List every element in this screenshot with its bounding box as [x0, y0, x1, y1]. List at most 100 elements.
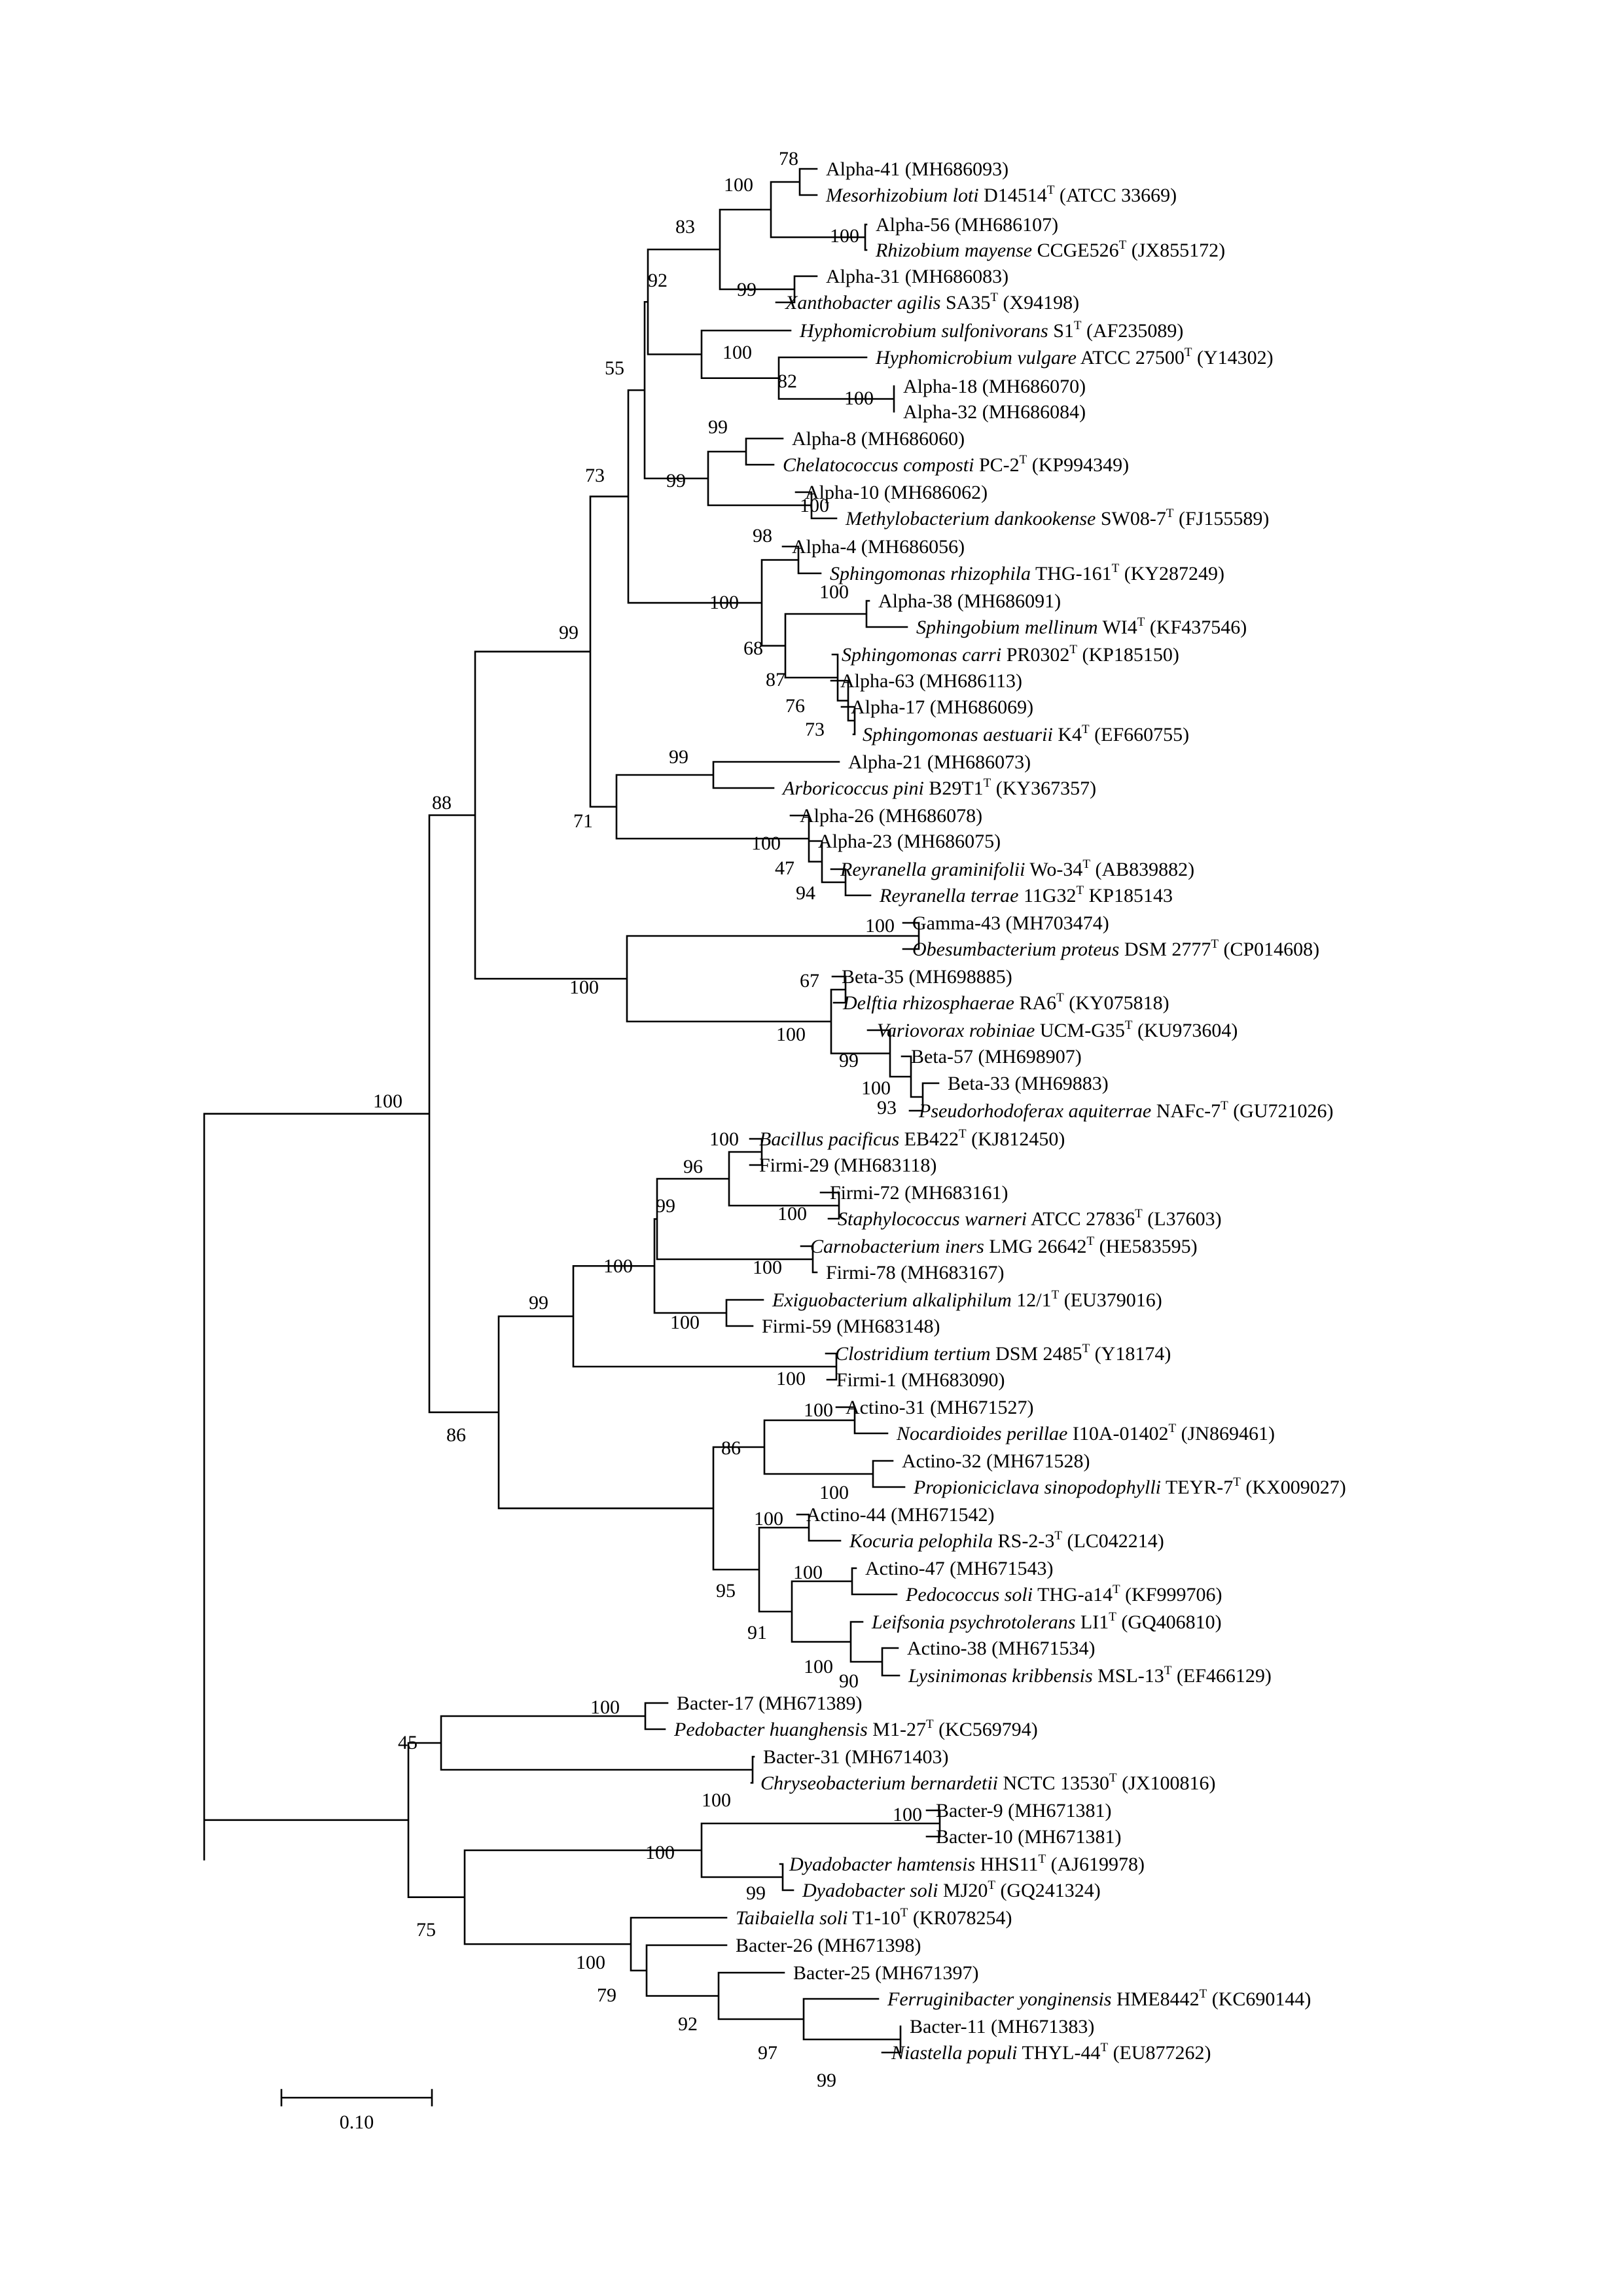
bootstrap-value: 100 — [751, 833, 781, 854]
bootstrap-value: 73 — [585, 465, 605, 486]
bootstrap-value: 100 — [865, 915, 895, 937]
bootstrap-value: 100 — [590, 1696, 620, 1718]
bootstrap-value: 71 — [573, 810, 593, 832]
taxon-label-actino31: Actino-31 (MH671527) — [846, 1397, 1033, 1418]
bootstrap-value: 82 — [777, 370, 797, 392]
bootstrap-value: 99 — [669, 746, 688, 768]
taxon-label-alpha4: Alpha-4 (MH686056) — [792, 536, 965, 558]
taxon-label-delftia: Delftia rhizosphaerae RA6T (KY075818) — [842, 991, 1169, 1014]
bootstrap-value: 99 — [529, 1292, 548, 1314]
bootstrap-value: 100 — [670, 1312, 700, 1333]
taxon-label-carnobacterium: Carnobacterium iners LMG 26642T (HE58359… — [810, 1234, 1198, 1257]
taxon-label-chelatococcus: Chelatococcus composti PC-2T (KP994349) — [783, 453, 1129, 476]
bootstrap-value: 92 — [648, 270, 668, 291]
taxon-label-bacter10: Bacter-10 (MH671381) — [936, 1826, 1122, 1848]
bootstrap-value: 100 — [724, 174, 753, 196]
taxon-label-niastella: Niastella populi THYL-44T (EU877262) — [891, 2041, 1211, 2064]
taxon-label-sphingo_rhiz: Sphingomonas rhizophila THG-161T (KY2872… — [830, 562, 1224, 584]
taxon-label-bacter25: Bacter-25 (MH671397) — [793, 1962, 979, 1984]
taxon-label-actino38: Actino-38 (MH671534) — [907, 1638, 1095, 1659]
taxon-label-staphylococcus: Staphylococcus warneri ATCC 27836T (L376… — [838, 1207, 1222, 1230]
bootstrap-value: 99 — [656, 1195, 675, 1217]
bootstrap-value: 100 — [373, 1090, 402, 1112]
bootstrap-value: 97 — [758, 2042, 777, 2064]
bootstrap-value: 91 — [747, 1622, 767, 1643]
bootstrap-value: 100 — [709, 592, 739, 613]
bootstrap-value: 100 — [709, 1128, 739, 1150]
bootstrap-value: 87 — [766, 669, 785, 691]
bootstrap-value: 45 — [398, 1732, 418, 1753]
taxon-label-bacillus: Bacillus pacificus EB422T (KJ812450) — [759, 1127, 1065, 1150]
taxon-label-actino32: Actino-32 (MH671528) — [902, 1450, 1090, 1472]
taxon-label-bacter11: Bacter-11 (MH671383) — [910, 2016, 1094, 2037]
bootstrap-value: 100 — [722, 342, 752, 363]
bootstrap-value: 100 — [819, 581, 849, 603]
bootstrap-value: 73 — [805, 719, 825, 740]
bootstrap-value: 99 — [737, 279, 757, 300]
bootstrap-value: 100 — [861, 1077, 891, 1099]
taxon-label-firmi29: Firmi-29 (MH683118) — [759, 1155, 936, 1176]
taxon-label-taibaiella: Taibaiella soli T1-10T (KR078254) — [736, 1906, 1012, 1929]
bootstrap-value: 100 — [804, 1656, 833, 1677]
taxon-label-beta35: Beta-35 (MH698885) — [842, 966, 1012, 988]
taxon-label-alpha32: Alpha-32 (MH686084) — [903, 401, 1086, 423]
taxon-label-beta33: Beta-33 (MH69883) — [948, 1073, 1109, 1094]
taxon-label-ferrugini: Ferruginibacter yonginensis HME8442T (KC… — [887, 1987, 1311, 2010]
taxon-label-bacter17: Bacter-17 (MH671389) — [677, 1693, 863, 1714]
bootstrap-value: 100 — [804, 1399, 833, 1421]
bootstrap-value: 100 — [776, 1368, 806, 1390]
bootstrap-value: 100 — [603, 1255, 633, 1277]
taxon-label-firmi59: Firmi-59 (MH683148) — [762, 1316, 940, 1337]
taxon-label-firmi1: Firmi-1 (MH683090) — [836, 1369, 1005, 1391]
taxon-label-bacter31: Bacter-31 (MH671403) — [763, 1746, 949, 1768]
taxon-label-nocardioides: Nocardioides perillae I10A-01402T (JN869… — [896, 1422, 1275, 1444]
taxon-label-alpha10: Alpha-10 (MH686062) — [805, 482, 988, 503]
taxon-label-alpha8: Alpha-8 (MH686060) — [792, 428, 965, 450]
bootstrap-value: 100 — [844, 387, 874, 409]
bootstrap-value: 88 — [432, 792, 452, 814]
bootstrap-value: 100 — [753, 1257, 782, 1278]
bootstrap-value: 100 — [754, 1508, 783, 1530]
taxon-label-leifsonia: Leifsonia psychrotolerans LI1T (GQ406810… — [871, 1610, 1222, 1633]
bootstrap-value: 99 — [666, 470, 686, 492]
taxon-label-pseudorhodoferax: Pseudorhodoferax aquiterrae NAFc-7T (GU7… — [918, 1099, 1334, 1122]
bootstrap-value: 99 — [817, 2070, 836, 2091]
bootstrap-value: 95 — [716, 1580, 736, 1602]
taxon-label-arboricoccus: Arboricoccus pini B29T1T (KY367357) — [781, 776, 1096, 799]
taxon-label-clostridium: Clostridium tertium DSM 2485T (Y18174) — [835, 1342, 1171, 1365]
taxon-label-alpha18: Alpha-18 (MH686070) — [903, 376, 1086, 397]
bootstrap-value: 94 — [796, 882, 815, 904]
scale-bar-label: 0.10 — [340, 2111, 374, 2133]
bootstrap-value: 99 — [559, 622, 579, 643]
taxon-label-sphingo_carri: Sphingomonas carri PR0302T (KP185150) — [842, 643, 1179, 666]
bootstrap-value: 67 — [800, 970, 819, 992]
taxon-label-hypho_vulg: Hyphomicrobium vulgare ATCC 27500T (Y143… — [875, 346, 1274, 368]
taxon-label-rhizobium: Rhizobium mayense CCGE526T (JX855172) — [875, 238, 1225, 261]
bootstrap-value: 100 — [569, 977, 599, 998]
taxon-label-alpha31: Alpha-31 (MH686083) — [826, 266, 1008, 287]
bootstrap-value: 98 — [753, 525, 772, 547]
bootstrap-value: 96 — [683, 1156, 703, 1177]
taxon-label-dyado_ham: Dyadobacter hamtensis HHS11T (AJ619978) — [789, 1852, 1145, 1875]
taxon-label-gamma43: Gamma-43 (MH703474) — [912, 912, 1109, 934]
bootstrap-value: 93 — [877, 1097, 897, 1119]
bootstrap-value: 86 — [446, 1424, 466, 1446]
taxon-label-mesorhizobium: Mesorhizobium loti D14514T (ATCC 33669) — [825, 183, 1177, 206]
taxon-label-alpha38: Alpha-38 (MH686091) — [878, 590, 1061, 612]
taxon-labels: Alpha-41 (MH686093)Mesorhizobium loti D1… — [673, 158, 1346, 2064]
taxon-label-alpha56: Alpha-56 (MH686107) — [876, 214, 1058, 236]
taxon-label-bacter9: Bacter-9 (MH671381) — [936, 1800, 1112, 1821]
bootstrap-value: 100 — [800, 495, 829, 516]
bootstrap-value: 90 — [839, 1670, 859, 1692]
taxon-label-lysinimonas: Lysinimonas kribbensis MSL-13T (EF466129… — [908, 1664, 1272, 1687]
bootstrap-value: 100 — [819, 1482, 849, 1503]
taxon-label-chryseobacterium: Chryseobacterium bernardetii NCTC 13530T… — [760, 1771, 1215, 1794]
bootstrap-value: 75 — [416, 1919, 436, 1941]
bootstrap-value: 86 — [721, 1437, 741, 1459]
taxon-label-pedococcus: Pedococcus soli THG-a14T (KF999706) — [905, 1583, 1222, 1605]
tree-branch-paths — [203, 168, 941, 2054]
taxon-label-methylobacterium: Methylobacterium dankookense SW08-7T (FJ… — [845, 507, 1269, 529]
taxon-label-actino47: Actino-47 (MH671543) — [865, 1558, 1053, 1579]
taxon-label-propioniciclava: Propioniciclava sinopodophylli TEYR-7T (… — [913, 1475, 1346, 1498]
